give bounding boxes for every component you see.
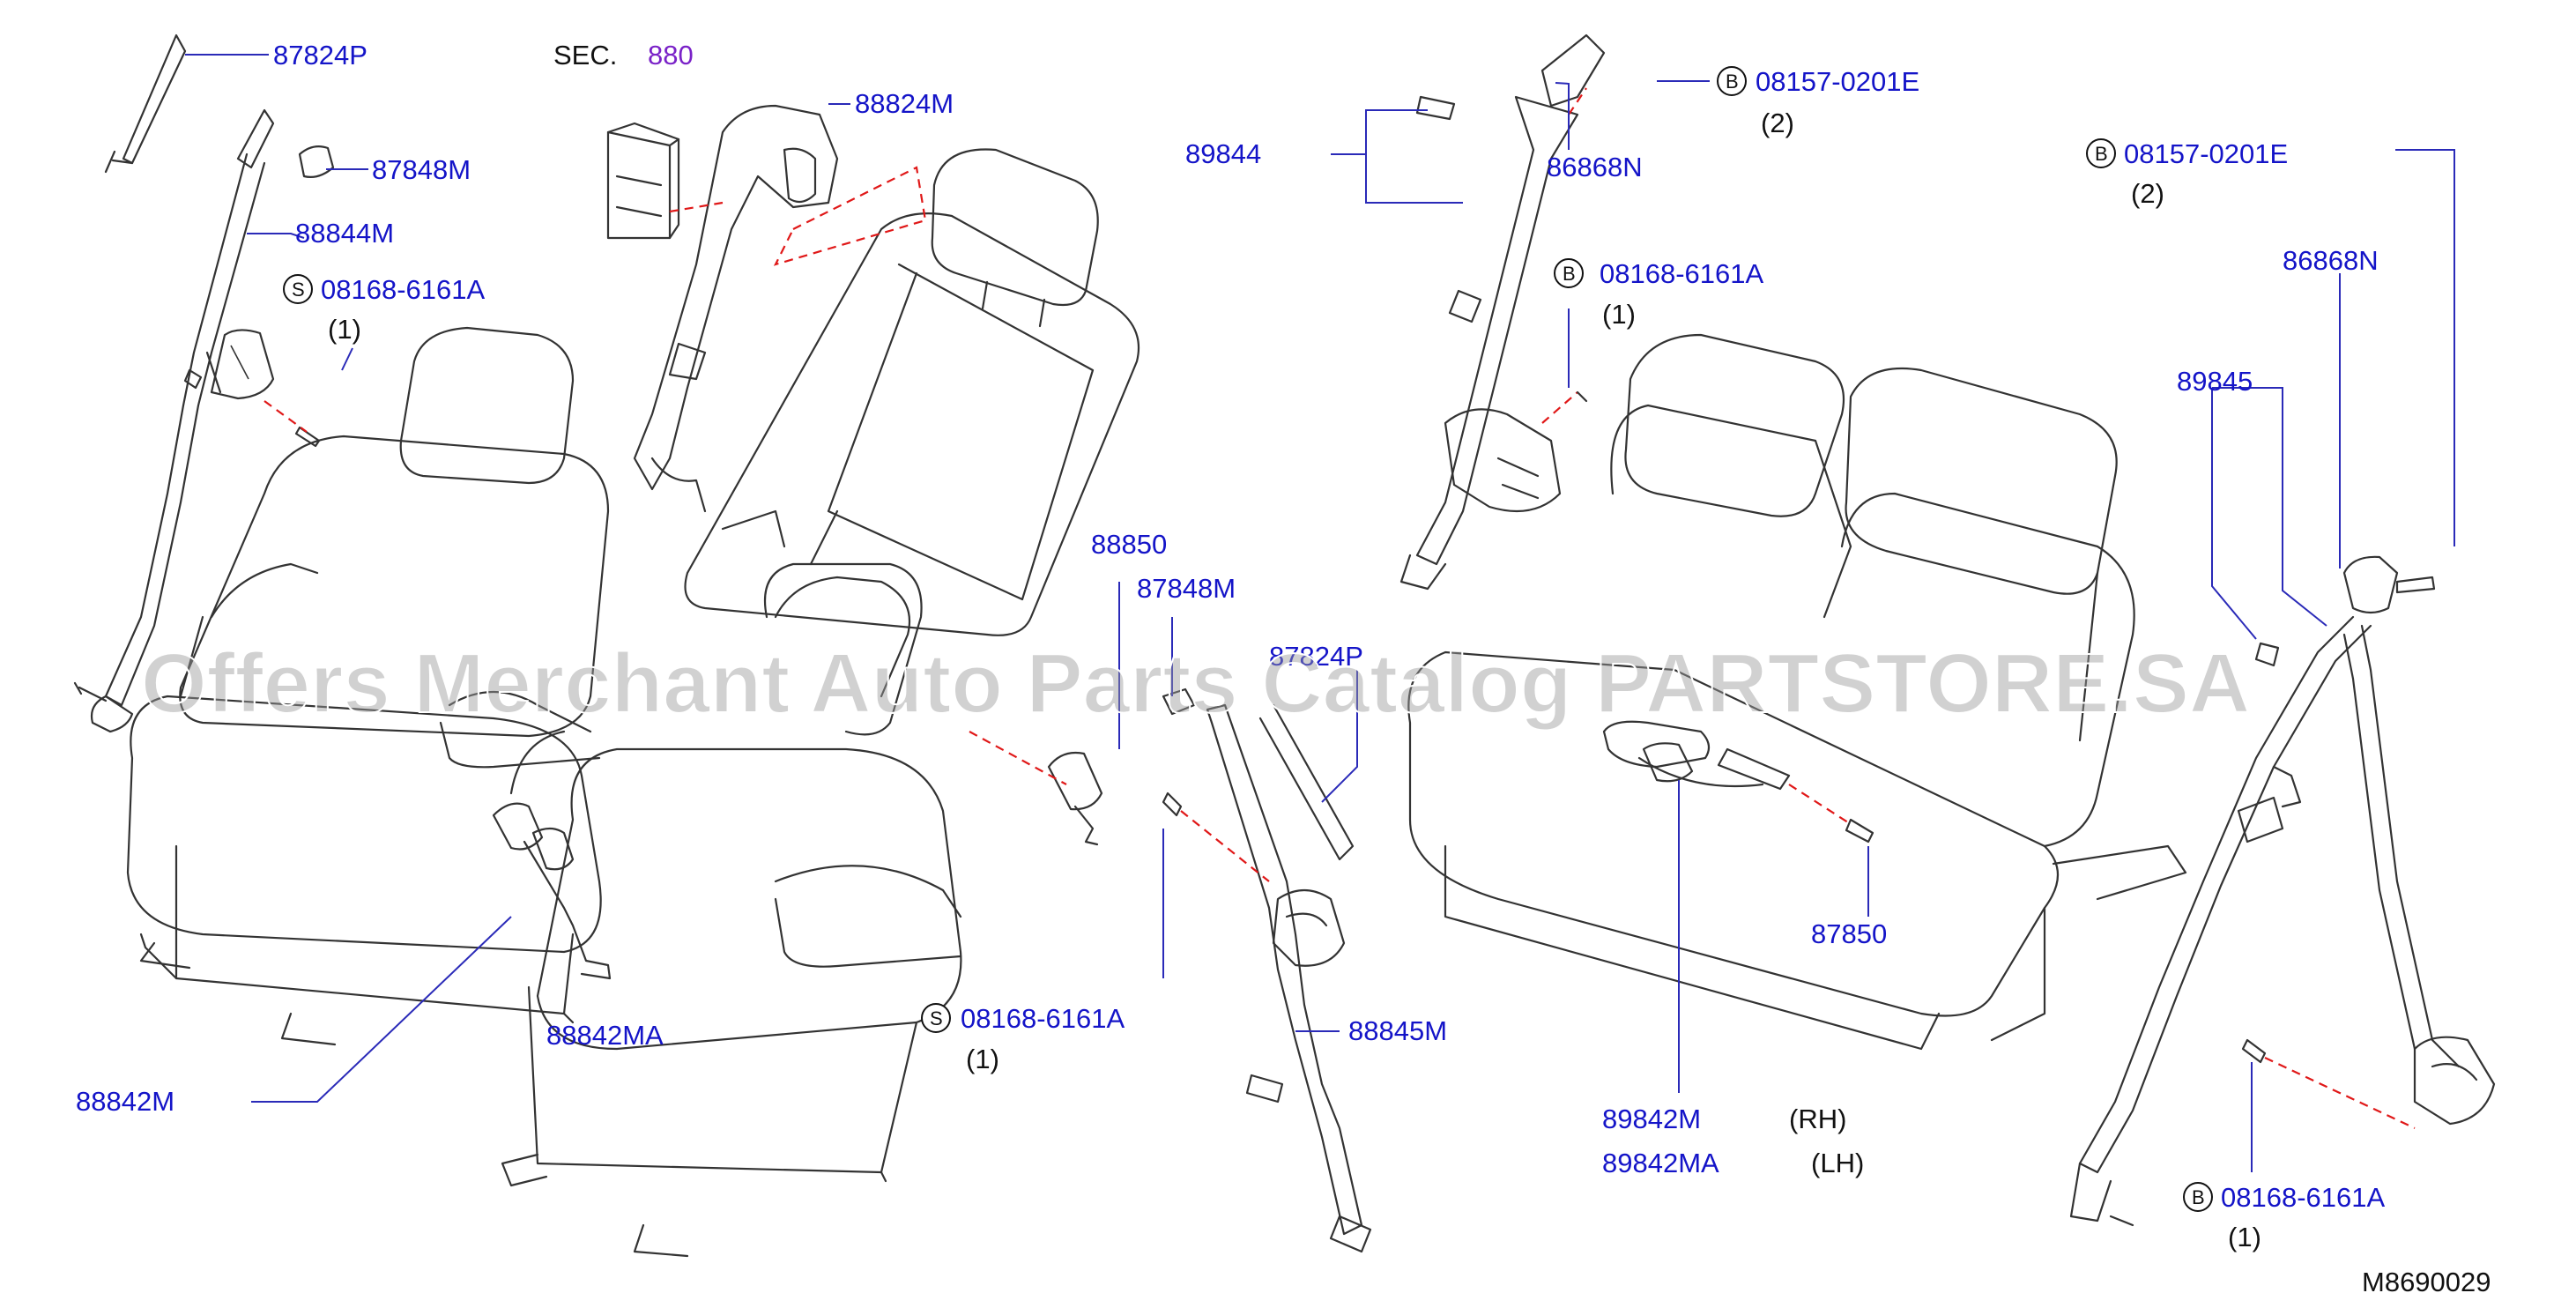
middle-belt-88845M-illustration [969, 687, 1372, 1253]
symbol-b-center-letter: B [1563, 263, 1576, 285]
symbol-s-mid-letter: S [930, 1007, 943, 1029]
label-87824P-mid: 87824P [1269, 641, 1363, 672]
label-08168-right: 08168-6161A [2221, 1182, 2385, 1213]
leader-lines [185, 54, 2455, 1172]
symbol-s-left [283, 274, 313, 304]
symbol-b-top-letter: B [1726, 71, 1739, 93]
label-qty-center: (1) [1602, 299, 1636, 330]
shoulder-belt-88824M-illustration [606, 104, 927, 513]
label-08157-right: 08157-0201E [2124, 138, 2288, 169]
label-sec: SEC. [553, 40, 617, 71]
label-87848M-mid: 87848M [1137, 573, 1236, 604]
symbol-b-right-bottom [2183, 1182, 2213, 1212]
watermark: Offers Merchant Auto Parts Catalog PARTS… [141, 636, 2250, 731]
label-89842M: 89842M [1602, 1104, 1701, 1134]
symbol-b-top [1717, 66, 1747, 96]
symbol-b-center [1554, 258, 1584, 288]
label-88850: 88850 [1091, 529, 1167, 560]
symbol-s-left-letter: S [292, 279, 305, 301]
label-88842M: 88842M [76, 1086, 174, 1117]
left-front-seat-illustration [126, 326, 610, 1046]
label-qty-top: (2) [1761, 108, 1794, 138]
label-08168-left: 08168-6161A [321, 274, 485, 305]
label-sec-880: 880 [648, 40, 694, 71]
symbol-b-right-letter: B [2095, 143, 2108, 165]
label-qty-right-top: (2) [2131, 178, 2164, 209]
label-87848M-top: 87848M [372, 154, 471, 185]
label-89842MA: 89842MA [1602, 1148, 1719, 1178]
label-88845M: 88845M [1348, 1015, 1447, 1046]
label-08168-mid: 08168-6161A [961, 1003, 1125, 1034]
label-87824P-top: 87824P [273, 40, 367, 71]
rear-bench-seat-illustration [1407, 333, 2187, 1051]
symbol-b-right [2086, 138, 2116, 168]
center-front-seat-illustration [492, 148, 1140, 1258]
label-88844M: 88844M [295, 218, 394, 249]
label-08157-top: 08157-0201E [1756, 66, 1919, 97]
label-rh: (RH) [1789, 1104, 1846, 1134]
part-labels: 87824P SEC. 880 88824M 87848M 88844M S 0… [76, 40, 2491, 1297]
label-87850: 87850 [1811, 918, 1887, 949]
label-08168-center: 08168-6161A [1600, 258, 1763, 289]
diagram-id: M8690029 [2362, 1267, 2491, 1297]
label-lh: (LH) [1811, 1148, 1864, 1178]
left-belt-88844M-illustration [73, 33, 335, 733]
right-belt-89845-illustration [2069, 555, 2496, 1227]
label-88824M: 88824M [855, 88, 954, 119]
label-qty-left: (1) [328, 314, 361, 345]
label-89845: 89845 [2177, 366, 2253, 397]
label-86868N-right: 86868N [2283, 245, 2379, 276]
symbol-b-right-bottom-letter: B [2192, 1186, 2205, 1208]
center-belt-89844-illustration [1399, 33, 1606, 591]
label-86868N-top: 86868N [1547, 152, 1643, 182]
label-88842MA: 88842MA [546, 1020, 664, 1051]
label-qty-right-bottom: (1) [2228, 1222, 2261, 1252]
symbol-s-mid [921, 1003, 951, 1033]
label-89844: 89844 [1185, 138, 1261, 169]
label-qty-mid: (1) [966, 1044, 999, 1074]
